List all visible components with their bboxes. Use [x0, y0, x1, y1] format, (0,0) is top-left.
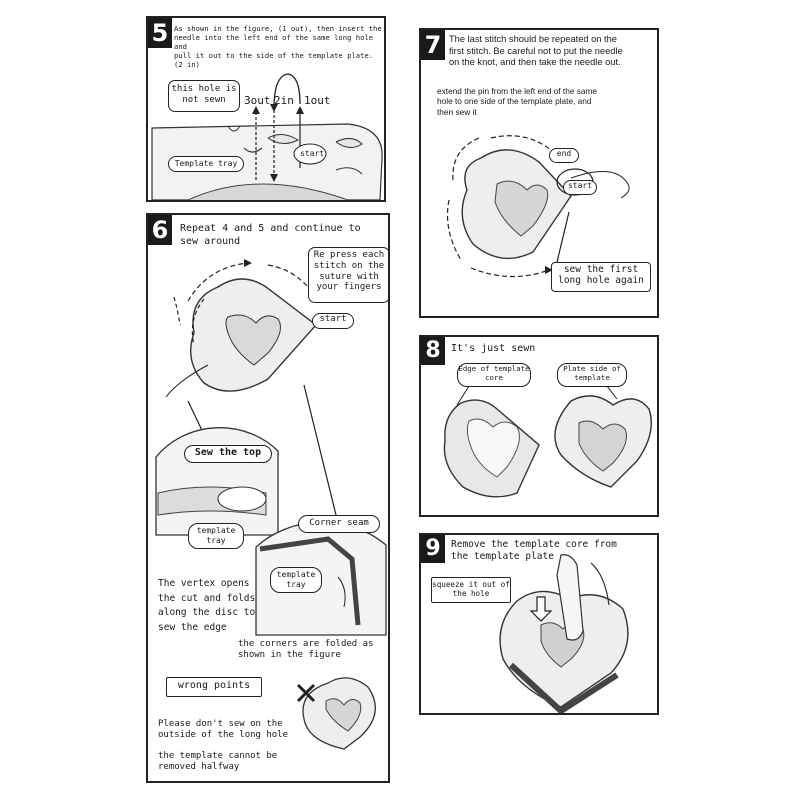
step-number: 9 — [421, 535, 445, 563]
step-8-panel: 8 It's just sewn Edge of template core P… — [419, 335, 659, 517]
start-label: start — [312, 313, 354, 329]
start-label: start — [300, 149, 325, 158]
step-6-diagram — [155, 259, 387, 750]
end-label: end — [549, 148, 579, 163]
step-8-diagram — [443, 380, 652, 498]
extend-note: extend the pin from the left end of the … — [437, 86, 598, 117]
step-instruction: It's just sewn — [451, 343, 536, 354]
corner-seam-label: Corner seam — [298, 515, 380, 533]
sew-top-label: Sew the top — [184, 445, 272, 463]
template-core-edge-label: Edge of template core — [457, 363, 531, 387]
step-9-panel: 9 Remove the template core from the temp… — [419, 533, 659, 715]
template-tray-label-2: template tray — [270, 567, 322, 593]
hole-not-sewn-note: this hole is not sewn — [168, 80, 240, 112]
step-number: 6 — [148, 215, 172, 245]
step-7-diagram — [446, 135, 630, 278]
squeeze-out-label: squeeze it out of the hole — [431, 577, 511, 603]
stitch-diagram — [151, 73, 383, 200]
step-number: 7 — [421, 30, 445, 60]
step-number: 5 — [148, 18, 172, 48]
vertex-note: The vertex opens the cut and folds along… — [158, 578, 256, 634]
press-stitch-note: Re press each stitch on the suture with … — [308, 247, 388, 303]
step-6-panel: 6 Repeat 4 and 5 and continue to sew aro… — [146, 213, 390, 783]
label-3out: 3out — [244, 94, 271, 107]
template-tray-label: Template tray — [168, 156, 244, 172]
step-instruction: Repeat 4 and 5 and continue to sew aroun… — [180, 223, 361, 247]
step-number: 8 — [421, 337, 445, 365]
step-instruction: As shown in the figure, (1 out), then in… — [174, 24, 382, 69]
corners-note: the corners are folded as shown in the f… — [238, 639, 374, 661]
start-label: start — [563, 180, 597, 195]
template-plate-side-label: Plate side of template — [557, 363, 627, 387]
label-1out: 1out — [304, 94, 331, 107]
step-instruction: The last stitch should be repeated on th… — [449, 34, 623, 68]
wrong-note-1: Please don't sew on the outside of the l… — [158, 719, 289, 741]
step-5-panel: 5 As shown in the figure, (1 out), then … — [146, 16, 386, 202]
label-2in: 2in — [274, 94, 294, 107]
step-7-panel: 7 The last stitch should be repeated on … — [419, 28, 659, 318]
wrong-note-2: the template cannot be removed halfway — [158, 751, 278, 773]
template-tray-label-1: template tray — [188, 523, 244, 549]
sew-first-label: sew the first long hole again — [551, 262, 651, 292]
step-instruction: Remove the template core from the templa… — [451, 539, 617, 562]
step-9-diagram — [499, 554, 629, 713]
wrong-points-title: wrong points — [166, 677, 262, 697]
